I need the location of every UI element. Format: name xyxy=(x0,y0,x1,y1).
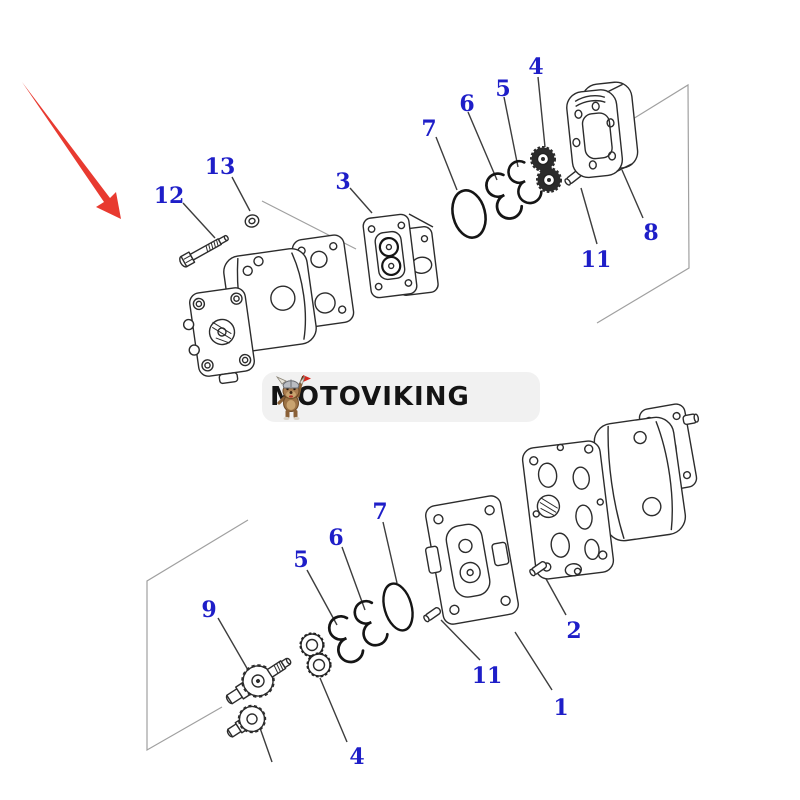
part-pin-11-lower xyxy=(423,607,442,623)
callout-7-lower: 7 xyxy=(372,499,387,525)
leader-13 xyxy=(231,176,251,212)
leader-7-lower xyxy=(382,521,398,584)
part-pump-assembly-upper xyxy=(182,234,355,385)
brand-watermark: MOTOVIKING xyxy=(262,372,540,422)
part-snapring-6-lower xyxy=(353,599,389,647)
leader-1 xyxy=(514,631,553,691)
leader-7-upper xyxy=(435,136,458,191)
callout-3: 3 xyxy=(335,169,350,195)
leader-4-lower xyxy=(319,677,348,743)
callout-7-upper: 7 xyxy=(421,116,436,142)
leader-11-lower xyxy=(440,619,481,661)
leader-10-cropped xyxy=(259,727,273,763)
part-pump-assembly-lower xyxy=(521,403,700,580)
upper-boundary-right xyxy=(596,83,690,324)
part-oring-7-upper xyxy=(451,189,487,239)
callout-9: 9 xyxy=(201,597,216,623)
lower-boundary-left xyxy=(146,519,249,752)
callout-4-upper: 4 xyxy=(528,54,543,80)
part-gears-4-upper xyxy=(530,146,562,193)
part-spacer-8 xyxy=(566,81,639,179)
lower-callouts: 9 5 6 7 4 11 1 2 xyxy=(201,499,581,770)
leader-3 xyxy=(349,187,373,214)
lower-leader-lines xyxy=(217,521,567,763)
callout-11-lower: 11 xyxy=(472,663,503,689)
brand-name: MOTOVIKING xyxy=(270,382,470,412)
leader-4-upper xyxy=(537,76,546,148)
leader-9 xyxy=(217,617,249,671)
leader-8 xyxy=(621,169,644,219)
callout-11-upper: 11 xyxy=(581,247,612,273)
leader-11-upper xyxy=(580,187,598,245)
part-cover-plate-1 xyxy=(424,495,519,625)
callout-8: 8 xyxy=(643,220,658,246)
callout-12: 12 xyxy=(154,183,185,209)
callout-5-lower: 5 xyxy=(293,547,308,573)
leader-6-lower xyxy=(341,546,366,611)
callout-5-upper: 5 xyxy=(495,76,510,102)
callout-2: 2 xyxy=(566,618,581,644)
lower-plane-boundary xyxy=(146,519,249,752)
leader-5-upper xyxy=(503,96,519,168)
part-gears-4-lower xyxy=(299,632,332,678)
part-snapring-6-upper xyxy=(485,172,524,220)
part-flange-3 xyxy=(362,213,439,299)
callout-13: 13 xyxy=(205,154,236,180)
callout-4-lower: 4 xyxy=(349,744,364,770)
part-snapring-5-upper xyxy=(507,159,543,205)
upper-callouts: 12 13 3 7 6 5 4 11 8 xyxy=(154,54,659,273)
leader-6-upper xyxy=(467,111,498,181)
viking-mascot-icon xyxy=(275,375,311,420)
part-pin-2 xyxy=(529,561,548,577)
leader-12 xyxy=(182,202,216,239)
part-gearshaft-9 xyxy=(225,657,292,738)
part-snapring-5-lower xyxy=(327,615,365,664)
leader-2 xyxy=(544,576,567,616)
red-pointer-arrow xyxy=(22,82,121,219)
callout-1: 1 xyxy=(553,695,568,721)
part-bolt-12 xyxy=(179,234,229,268)
callout-6-lower: 6 xyxy=(328,525,343,551)
callout-6-upper: 6 xyxy=(459,91,474,117)
leader-5-lower xyxy=(306,569,338,626)
upper-leader-lines xyxy=(182,76,644,245)
part-oring-7-lower xyxy=(382,582,414,632)
part-washer-13 xyxy=(244,214,260,228)
